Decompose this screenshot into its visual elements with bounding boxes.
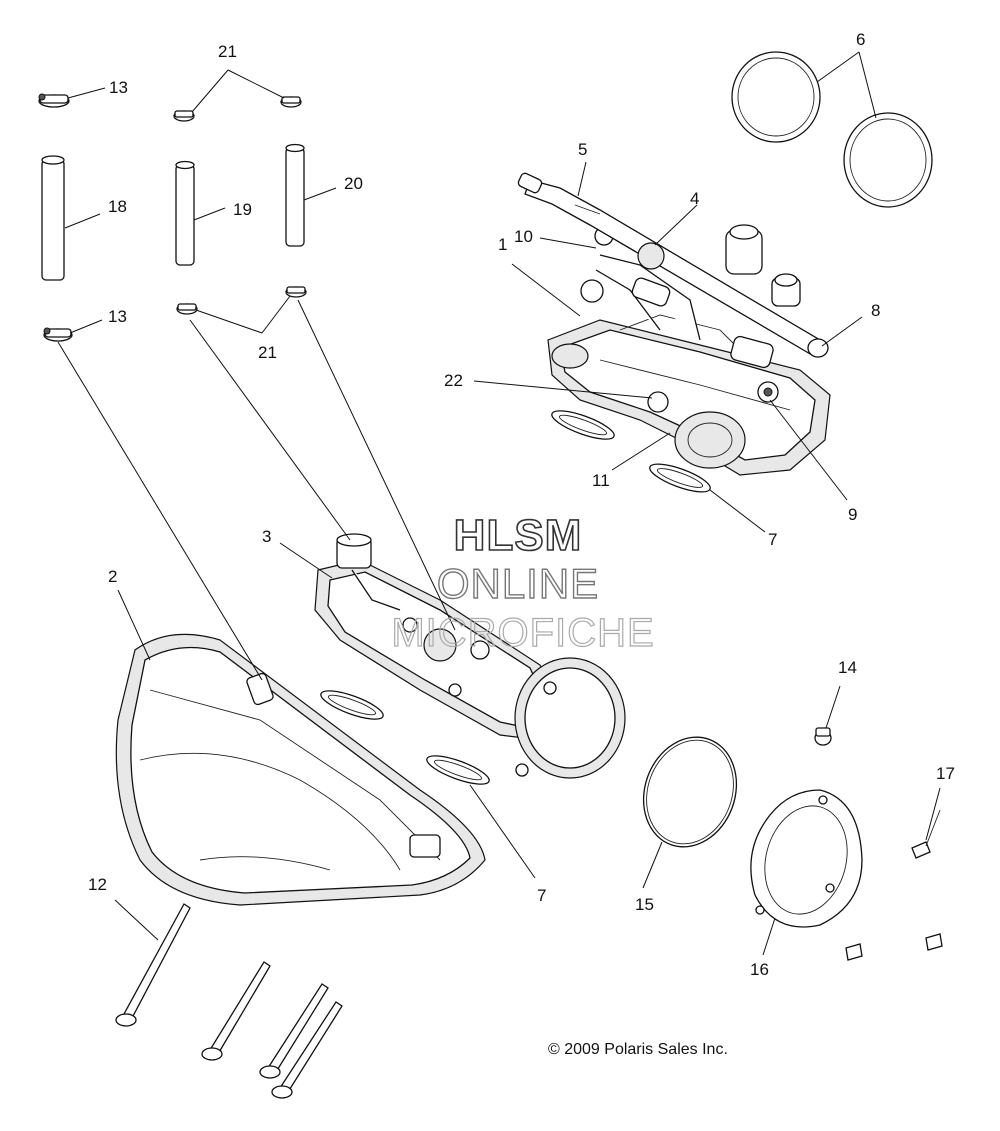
callout-7-lower: 7 [537,886,546,905]
callout-5: 5 [578,140,587,159]
callout-6: 6 [856,30,865,49]
part-21-clamp-a [173,110,195,122]
part-5-fuel-rail [517,172,829,358]
part-13-clamp-bottom [43,327,73,342]
part-12-bolts [115,903,343,1099]
part-7-gasket-lower [320,690,490,785]
callout-labels: 13 21 18 19 20 13 21 6 5 4 10 1 8 22 11 … [88,30,955,979]
callout-10: 10 [514,227,533,246]
callout-2: 2 [108,567,117,586]
part-14-plug [814,727,832,746]
part-15-seal [642,736,738,848]
part-16-cover-plate [750,789,863,928]
watermark: HLSM ONLINE MICROFICHE [391,510,655,655]
part-13-clamp-top [38,93,70,108]
callout-13-bottom: 13 [108,307,127,326]
callout-18: 18 [108,197,127,216]
part-2-intake-plenum [115,633,486,906]
injector-connectors [725,224,801,369]
callout-21-bottom: 21 [258,343,277,362]
part-20-hose [285,143,305,247]
callout-13-top: 13 [109,78,128,97]
leader-lines [57,51,941,956]
part-7-gasket-upper [551,410,711,493]
copyright-notice: © 2009 Polaris Sales Inc. [548,1041,728,1058]
part-21-clamp-c [176,303,198,315]
callout-12: 12 [88,875,107,894]
part-6-o-rings [731,51,933,208]
callout-11: 11 [592,471,610,490]
callout-19: 19 [233,200,252,219]
callout-1: 1 [498,235,507,254]
watermark-line-3: MICROFICHE [391,611,654,655]
callout-16: 16 [750,960,769,979]
callout-14: 14 [838,658,857,677]
part-21-clamp-d [285,286,307,298]
part-4-injector [631,242,671,307]
callout-17: 17 [936,764,955,783]
watermark-line-2: ONLINE [437,560,599,607]
part-17-screws [845,809,943,961]
callout-8: 8 [871,301,880,320]
callout-4: 4 [690,189,699,208]
callout-22: 22 [444,371,463,390]
callout-21-top: 21 [218,42,237,61]
callout-7-upper: 7 [768,530,777,549]
part-3-throttle-body [314,533,626,779]
watermark-line-1: HLSM [454,511,583,560]
callout-15: 15 [635,895,654,914]
callout-9: 9 [848,505,857,524]
part-21-clamp-b [280,96,302,108]
part-19-hose [175,160,195,266]
callout-20: 20 [344,174,363,193]
callout-3: 3 [262,527,271,546]
part-18-hose [41,155,65,281]
